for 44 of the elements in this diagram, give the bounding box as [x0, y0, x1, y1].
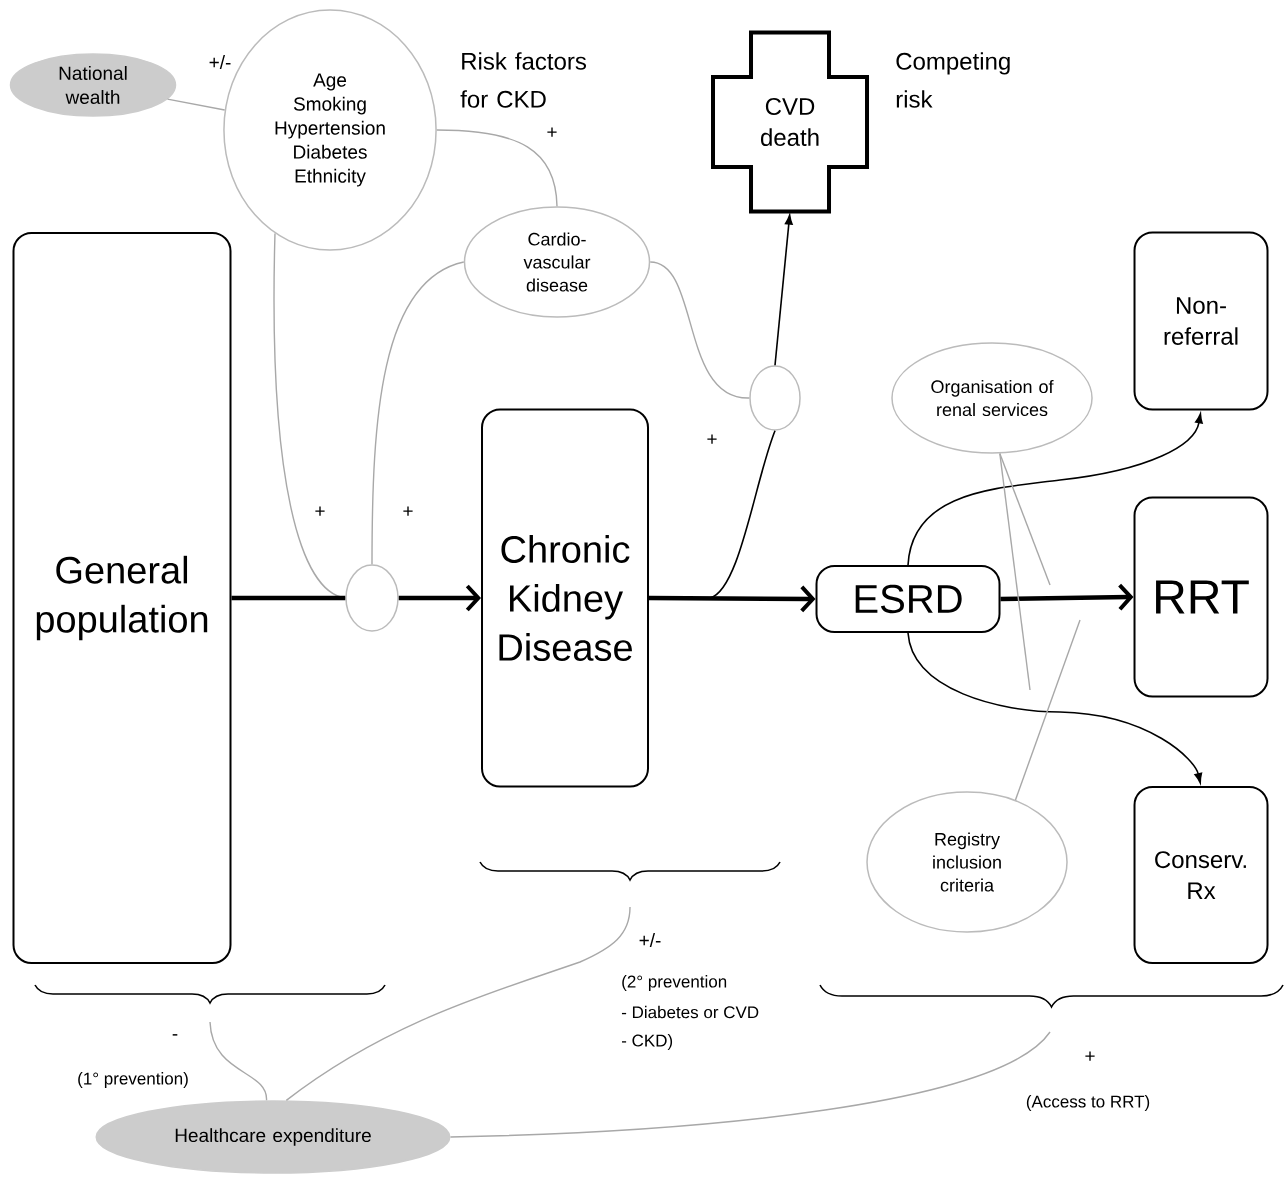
edge-label: -: [170, 1033, 180, 1041]
arrow: [398, 584, 481, 612]
ellipse-node: Registry inclusion criteria: [866, 791, 1068, 933]
arrow: [1000, 583, 1134, 611]
connector-line: [371, 261, 465, 565]
rounded-box: Non- referral: [1133, 231, 1269, 411]
arrow: [907, 413, 1203, 566]
rounded-box: ESRD: [815, 565, 1001, 633]
rounded-box: RRT: [1133, 496, 1269, 698]
connector-line: [166, 98, 226, 111]
note-text: - Diabetes or CVD: [621, 1005, 759, 1019]
connector-line: [999, 452, 1031, 691]
note-text: (2° prevention: [622, 975, 727, 991]
edge-label: +: [1083, 1050, 1097, 1064]
cross-box: CVD death: [711, 30, 869, 214]
arrow: [774, 214, 793, 367]
connector-line: [285, 906, 631, 1102]
junction-circle: [345, 564, 399, 632]
rounded-box: Chronic Kidney Disease: [481, 408, 649, 788]
connector-line: [648, 429, 776, 599]
arrow: [649, 585, 816, 613]
connector-line: [449, 1031, 1051, 1138]
connector-line: [209, 1021, 268, 1101]
ellipse-node: National wealth: [9, 53, 177, 117]
arrow: [907, 632, 1203, 784]
connector-line: [649, 261, 750, 399]
edge-label: +: [545, 126, 559, 140]
rounded-box: General population: [12, 232, 232, 964]
note-text: - CKD): [621, 1034, 673, 1050]
edge-label: +: [401, 505, 415, 519]
ellipse-node: Cardio- vascular disease: [463, 206, 651, 318]
edge-label: +/-: [637, 932, 663, 948]
ellipse-node: Organisation of renal services: [891, 342, 1093, 454]
edge-label: +: [705, 433, 719, 447]
connector-line: [436, 129, 558, 207]
edge-label: +: [313, 505, 327, 519]
connector-line: [1014, 619, 1081, 801]
caption-text: Competing risk: [896, 52, 1010, 108]
caption-text: Risk factors for CKD: [460, 52, 586, 108]
note-text: (Access to RRT): [1026, 1095, 1150, 1111]
rounded-box: Conserv. Rx: [1133, 786, 1269, 964]
ellipse-node: Healthcare expenditure: [95, 1100, 451, 1174]
connector-line: [231, 595, 346, 601]
junction-circle: [749, 365, 801, 431]
